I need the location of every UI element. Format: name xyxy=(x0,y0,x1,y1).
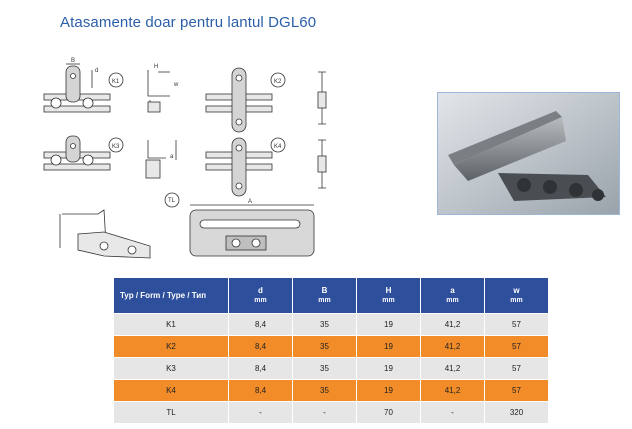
label-upper-a: A xyxy=(248,199,252,205)
label-b: B xyxy=(71,58,75,64)
table-row: TL - - 70 - 320 xyxy=(114,401,548,423)
k4-drawing xyxy=(205,137,327,197)
label-k4: K4 xyxy=(274,144,282,150)
table-row: K2 8,4 35 19 41,2 57 xyxy=(114,335,548,358)
k1-drawing xyxy=(43,63,170,113)
table-row: K1 8,4 35 19 41,2 57 xyxy=(114,313,548,336)
label-a: a xyxy=(170,154,174,160)
label-w: w xyxy=(173,82,179,88)
table-row: K4 8,4 35 19 41,2 57 xyxy=(114,379,548,402)
label-k2: K2 xyxy=(274,79,282,85)
table-row: K3 8,4 35 19 41,2 57 xyxy=(114,357,548,380)
label-tl: TL xyxy=(168,198,176,204)
label-h: H xyxy=(154,64,158,70)
page-title: Atasamente doar pentru lantul DGL60 xyxy=(60,14,317,31)
label-d: d xyxy=(95,68,98,74)
tl-front-drawing xyxy=(189,204,315,257)
label-k3: K3 xyxy=(112,144,120,150)
k2-drawing xyxy=(205,67,327,133)
header-type: Typ / Form / Type / Тип xyxy=(114,278,229,314)
chain-photo xyxy=(437,92,620,215)
label-k1: K1 xyxy=(112,79,120,85)
k3-drawing xyxy=(43,135,177,179)
tl-side-drawing xyxy=(59,192,180,259)
